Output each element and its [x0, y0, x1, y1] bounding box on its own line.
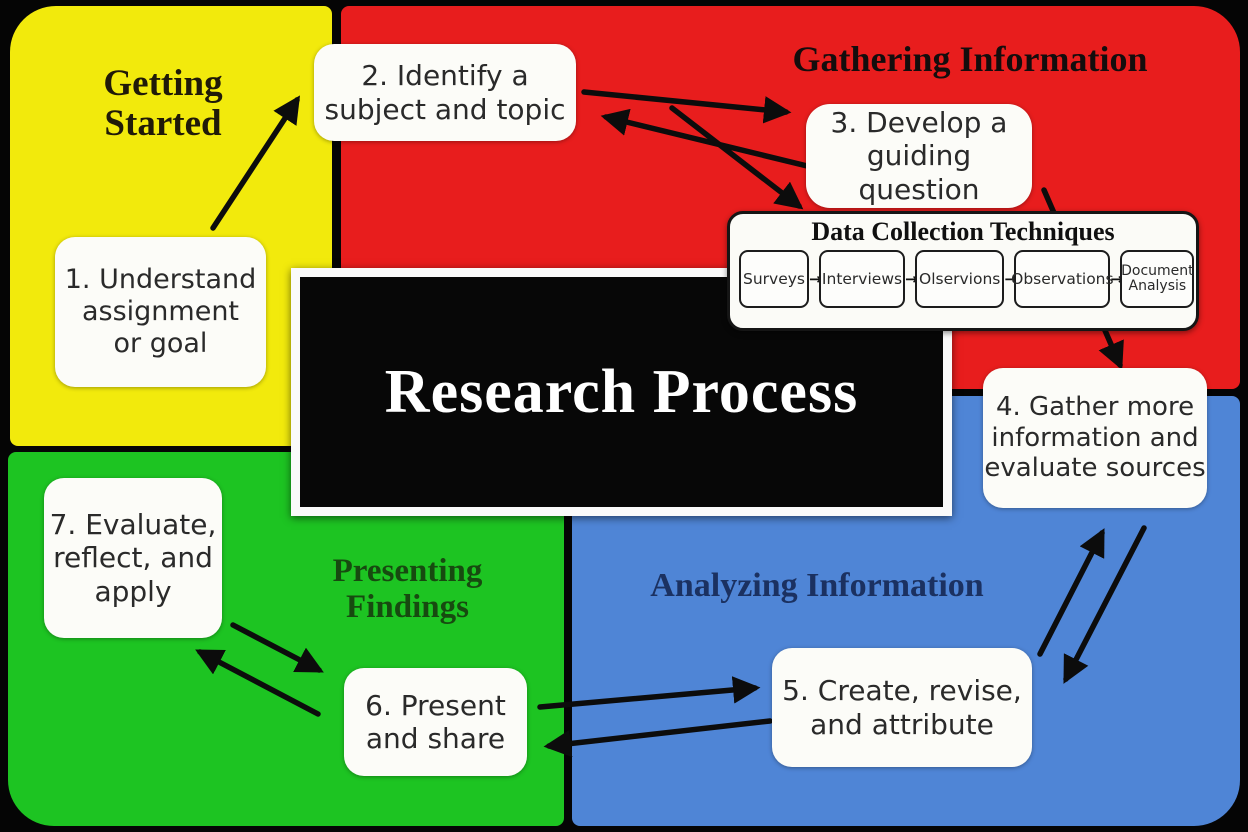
technique-interviews: Interviews [819, 250, 905, 308]
step-text: 2. Identify a [361, 59, 529, 93]
flow-arrow-icon: → [1110, 270, 1123, 288]
quadrant-title-analyzing-information: Analyzing Information [650, 567, 984, 604]
step-text: 5. Create, revise, [782, 674, 1022, 708]
flow-arrow-icon: → [809, 270, 822, 288]
arrow-step5-to-step6 [543, 718, 773, 758]
title-line: Findings [346, 588, 469, 625]
step-box-6: 6. Present and share [344, 668, 527, 776]
arrow-step6-to-step5 [537, 676, 761, 710]
step-text: 1. Understand [64, 264, 257, 296]
step-text: 7. Evaluate, [49, 508, 217, 542]
arrow-step7-to-step6 [230, 622, 324, 673]
data-collection-title: Data Collection Techniques [811, 217, 1115, 246]
step-box-7: 7. Evaluate, reflect, and apply [44, 478, 222, 638]
quadrant-title-gathering-information: Gathering Information [792, 39, 1148, 79]
flow-arrow-icon: → [1004, 270, 1017, 288]
arrow-step6-to-step7 [195, 649, 321, 717]
step-text: and share [365, 722, 506, 755]
step-text: apply [94, 574, 172, 608]
technique-document-analysis: Document Analysis [1120, 250, 1195, 308]
step-text: subject and topic [324, 92, 566, 126]
technique-row: Surveys → Interviews → Olservions → Obse… [730, 250, 1196, 308]
step-text: information and [991, 422, 1199, 453]
title-line: Getting [103, 63, 223, 104]
step-text: 3. Develop a [830, 106, 1008, 140]
step-box-4: 4. Gather more information and evaluate … [983, 368, 1207, 508]
step-text: reflect, and [53, 541, 213, 575]
technique-olservions: Olservions [915, 250, 1005, 308]
step-text: and attribute [810, 707, 994, 741]
title-line: Started [104, 102, 222, 144]
arrow-step2-to-step3 [581, 89, 792, 124]
step-box-2: 2. Identify a subject and topic [314, 44, 576, 141]
step-text: 4. Gather more [995, 391, 1195, 422]
quadrant-title-presenting-findings: Presenting Findings [295, 553, 520, 625]
arrow-step2-to-data-collection [669, 105, 804, 210]
arrow-step4-to-step5 [1063, 525, 1147, 684]
step-box-5: 5. Create, revise, and attribute [772, 648, 1032, 767]
step-box-3: 3. Develop a guiding question [806, 104, 1032, 208]
title-line: Presenting [332, 553, 483, 589]
diagram-title: Research Process [384, 357, 859, 426]
quadrant-title-getting-started: Getting Started [48, 64, 278, 144]
step-text: guiding question [858, 139, 980, 206]
technique-observations: Observations [1011, 250, 1114, 308]
data-collection-techniques-box: Data Collection Techniques Surveys → Int… [727, 211, 1199, 331]
flow-arrow-icon: → [905, 270, 918, 288]
step-text: evaluate sources [984, 453, 1206, 484]
step-box-1: 1. Understand assignment or goal [55, 237, 266, 387]
arrow-step5-to-step4 [1037, 528, 1105, 657]
arrow-step1-to-step2 [210, 95, 301, 231]
step-text: assignment [81, 296, 240, 328]
step-text: 6. Present [365, 688, 506, 722]
technique-surveys: Surveys [739, 250, 809, 308]
step-text: or goal [113, 327, 208, 359]
